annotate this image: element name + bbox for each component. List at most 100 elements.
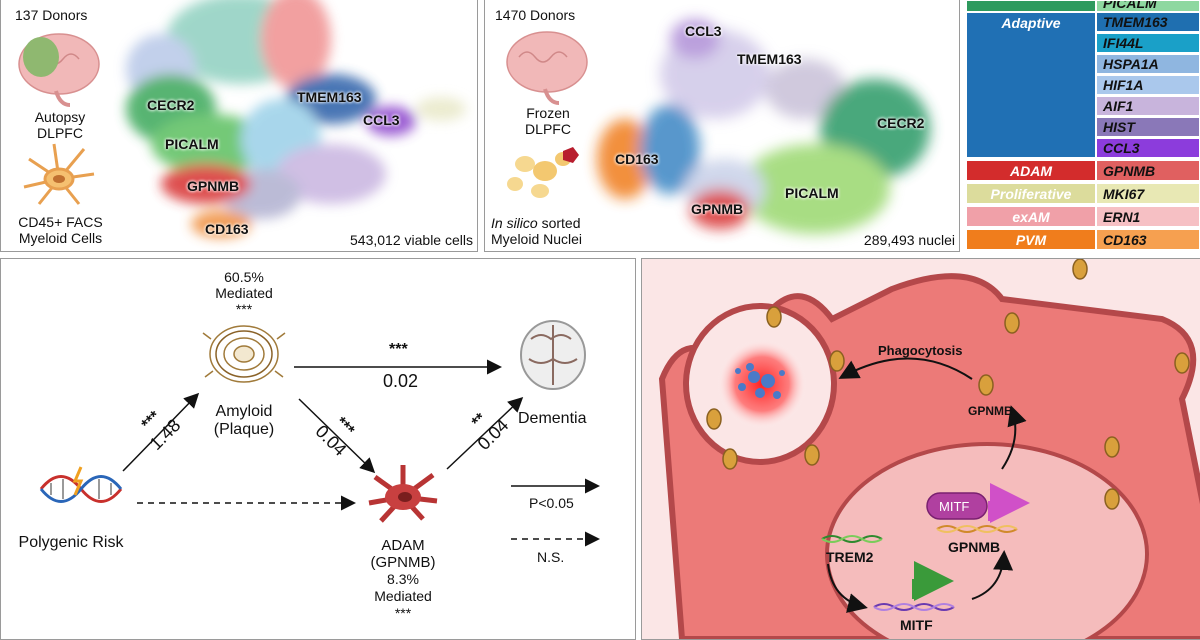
legend-gene: ERN1: [1096, 206, 1200, 227]
nuclei-count: 289,493 nuclei: [863, 232, 955, 248]
brain-scan-icon: [520, 320, 586, 390]
adam-percent: 8.3%: [387, 571, 419, 587]
myeloid-cell-icon: [23, 143, 95, 205]
nucleus: [825, 442, 1149, 639]
trem2-label: TREM2: [826, 549, 874, 565]
legend-not-significant: N.S.: [537, 549, 565, 565]
brain-icon: [18, 33, 100, 107]
cluster-label-gpnmb: GPNMB: [691, 201, 744, 217]
legend-gene-row: TMEM163: [966, 12, 1200, 32]
amyloid-mediated: Mediated: [215, 285, 273, 301]
panel-gpnmb-mechanism: Phagocytosis GPNMB MITF GPNMB TREM2 MITF: [641, 258, 1200, 640]
tissue-label: Autopsy DLPFC: [15, 109, 105, 141]
cluster-label-cd163: CD163: [615, 151, 659, 167]
cluster-label-ccl3: CCL3: [363, 112, 400, 128]
amyloid-line-1: Amyloid: [215, 403, 273, 420]
amyloid-mediation: 60.5% Mediated ***: [194, 269, 294, 317]
cell-type-line-2: Myeloid Cells: [18, 230, 103, 246]
legend-gene: IFI44L: [1096, 33, 1200, 53]
mediation-arrows: [39, 320, 600, 547]
amyloid-dementia-sig: ***: [389, 341, 408, 358]
legend-label: ADAM: [966, 160, 1096, 181]
mitf-protein-label: MITF: [939, 499, 970, 514]
legend-gene-row: HIST: [966, 117, 1200, 137]
legend-gene: CD163: [1096, 229, 1200, 250]
amyloid-plaque-icon: [202, 325, 286, 383]
amyloid-label: Amyloid (Plaque): [204, 403, 284, 439]
cell-type-italic: In silico: [491, 215, 538, 231]
legend-gene: HIST: [1096, 117, 1200, 137]
umap-autopsy-plot: [18, 0, 466, 238]
microglia-cell-diagram: [658, 259, 1200, 639]
adam-line-1: ADAM: [381, 537, 425, 554]
panel-mediation-diagram: 60.5% Mediated *** Amyloid (Plaque) Deme…: [0, 258, 636, 640]
cluster-label-cd163: CD163: [205, 221, 249, 237]
phagocytosis-label: Phagocytosis: [878, 343, 963, 358]
legend-gene: TMEM163: [1096, 12, 1200, 32]
amyloid-significance: ***: [235, 301, 253, 317]
dna-icon: [39, 466, 123, 503]
legend-label: Proliferative: [966, 183, 1096, 204]
legend-gene-row: IFI44L: [966, 33, 1200, 53]
trem2-dna-icon: [821, 535, 883, 543]
umap-frozen-plot: [506, 19, 930, 234]
panel-autopsy-umap: 137 Donors Autopsy DLPFC CD45+ FACS Myel…: [0, 0, 478, 252]
gpnmb-gene-label: GPNMB: [948, 539, 1001, 555]
cluster-label-gpnmb: GPNMB: [187, 178, 240, 194]
nuclei-icon: [507, 147, 579, 198]
cluster-label-ccl3: CCL3: [685, 23, 722, 39]
tissue-line-2: DLPFC: [37, 125, 83, 141]
tissue-line-1: Frozen: [526, 105, 570, 121]
legend-gene-row: AIF1: [966, 96, 1200, 116]
cluster-label-tmem163: TMEM163: [737, 51, 802, 67]
legend-gene: AIF1: [1096, 96, 1200, 116]
cell-type-label: In silico sorted Myeloid Nuclei: [491, 215, 582, 247]
mitf-protein-icon: [926, 492, 988, 520]
cluster-label-cecr2: CECR2: [147, 97, 195, 113]
cell-type-label: CD45+ FACS Myeloid Cells: [3, 214, 118, 246]
donor-count: 1470 Donors: [495, 7, 576, 23]
tissue-label: Frozen DLPFC: [503, 105, 593, 137]
legend-top-gene: PICALM: [1096, 0, 1200, 12]
legend-gene: MKI67: [1096, 183, 1200, 204]
cell-type-rest: sorted: [537, 215, 581, 231]
cluster-label-picalm: PICALM: [165, 136, 219, 152]
legend-row-adam: ADAM GPNMB: [966, 160, 1200, 181]
legend-label: PVM: [966, 229, 1096, 250]
amyloid-fragments: [735, 363, 785, 399]
gpnmb-receptors: [706, 259, 1190, 510]
legend-row-top: PICALM: [966, 0, 1200, 12]
polygenic-risk-label: Polygenic Risk: [18, 534, 124, 551]
legend-row-adaptive: Adaptive: [966, 12, 1200, 158]
brain-icon: [506, 31, 588, 105]
legend-row-exam: exAM ERN1: [966, 206, 1200, 227]
cell-type-line-1: CD45+ FACS: [18, 214, 103, 230]
legend-gene: HIF1A: [1096, 75, 1200, 95]
legend-significant: P<0.05: [529, 495, 574, 511]
amyloid-line-2: (Plaque): [213, 421, 275, 438]
dementia-label: Dementia: [518, 410, 587, 427]
amyloid-dementia-value: 0.02: [383, 371, 419, 391]
cell-type-line-2: Myeloid Nuclei: [491, 231, 583, 247]
mitf-gene-label: MITF: [900, 617, 933, 633]
adam-line-2: (GPNMB): [370, 554, 436, 571]
legend-gene-row: CCL3: [966, 138, 1200, 158]
adam-mediated: Mediated: [374, 588, 432, 604]
tissue-line-1: Autopsy: [34, 109, 86, 125]
cluster-label-cecr2: CECR2: [877, 115, 925, 131]
cluster-legend-table: PICALM Adaptive TMEM163 IFI44L HSPA1A HI…: [966, 0, 1200, 252]
donor-count: 137 Donors: [15, 7, 88, 23]
surface-gpnmb-label: GPNMB: [968, 404, 1013, 418]
adam-mediation: ADAM (GPNMB) 8.3% Mediated ***: [353, 537, 453, 622]
cluster-label-picalm: PICALM: [785, 185, 839, 201]
legend-gene: HSPA1A: [1096, 54, 1200, 74]
legend-gene-row: HIF1A: [966, 75, 1200, 95]
legend-top-swatch: [966, 0, 1096, 12]
amyloid-percent: 60.5%: [224, 269, 264, 285]
mitf-dna-icon: [873, 561, 955, 611]
legend-adaptive-label: Adaptive: [966, 12, 1096, 158]
legend-row-pvm: PVM CD163: [966, 229, 1200, 250]
gpnmb-dna-icon: [936, 483, 1030, 533]
legend-gene: CCL3: [1096, 138, 1200, 158]
panel-frozen-umap: 1470 Donors Frozen DLPFC In silico sorte…: [484, 0, 960, 252]
